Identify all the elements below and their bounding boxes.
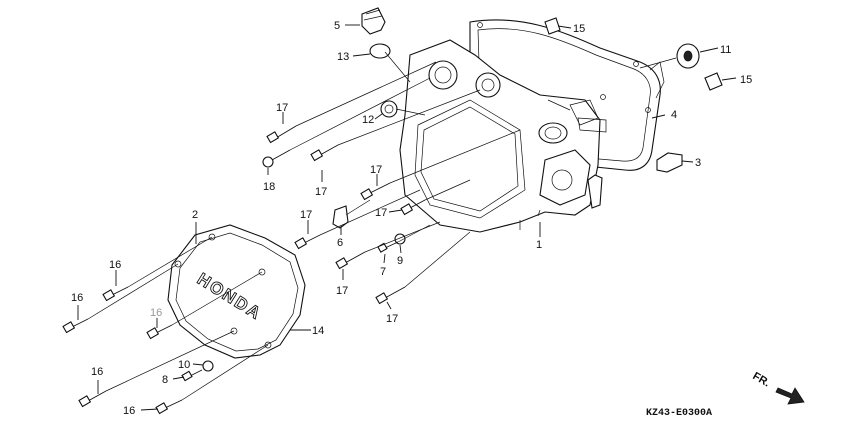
bolt-part-17-g [375,286,406,305]
callout-17e: 17 [300,209,312,221]
callout-16e: 16 [123,405,135,417]
callout-5: 5 [334,20,340,32]
callout-8: 8 [162,374,168,386]
callout-17d: 17 [375,207,387,219]
callout-17f: 17 [336,285,348,297]
seal-part-12 [380,100,398,118]
callout-15a: 15 [573,23,585,35]
front-direction-label: FR. [751,370,772,389]
callout-15b: 15 [740,74,752,86]
o-ring-part-13 [369,43,391,59]
bolt-part-17-f [335,251,366,270]
callout-3: 3 [695,157,701,169]
bolt-part-17-c [360,182,391,201]
callout-16b: 16 [71,292,83,304]
callout-17g: 17 [386,313,398,325]
bolt-part-16a [102,286,129,302]
front-direction-indicator: FR. [751,370,805,405]
callout-13: 13 [337,51,349,63]
callout-4: 4 [671,109,677,121]
callout-1: 1 [536,239,542,251]
bolt-part-17-mid [310,144,339,162]
callout-16d: 16 [91,366,103,378]
cap-part-3 [656,152,683,173]
assembly-lines [87,51,677,401]
front-direction-arrow-icon [775,387,805,405]
callout-16c: 16 [150,307,162,319]
callout-10: 10 [178,359,190,371]
bolt-part-7 [377,241,399,253]
callout-16a: 16 [109,259,121,271]
callout-9: 9 [397,255,403,267]
callout-7: 7 [380,266,386,278]
washer-part-10 [202,360,214,372]
callout-11: 11 [720,44,731,56]
callout-14: 14 [312,325,324,337]
bearing-part-11 [676,43,700,69]
bolt-part-16e [155,399,183,415]
dowel-pin-part-15b [704,72,723,91]
callout-17a: 17 [276,102,288,114]
clamp-part-6 [332,205,349,229]
bolt-part-16c [146,324,173,340]
diagram-code: KZ43-E0300A [646,408,712,419]
bolt-part-8 [181,369,203,382]
callout-18: 18 [263,181,275,193]
outer-cover-part-14: HONDA [167,224,306,359]
cap-part-5 [361,7,386,35]
bolt-part-17-top [266,125,297,144]
dowel-pin-part-15a [544,17,561,35]
callout-labels: 1 2 3 4 5 6 7 8 9 10 11 12 13 14 15 15 1… [71,20,752,417]
bolt-part-17-d [400,199,426,216]
crankcase-cover-part-1 [399,39,607,233]
bolt-part-16d [78,390,107,408]
callout-17b: 17 [315,186,327,198]
callout-2: 2 [192,209,198,221]
bolt-part-17-e [294,234,321,250]
callout-12: 12 [362,114,374,126]
leader-lines [77,24,737,411]
callout-17c: 17 [370,164,382,176]
callout-6: 6 [337,237,343,249]
bolt-part-18 [262,149,291,168]
washer-part-9 [394,233,406,245]
bolt-part-16b [62,318,89,334]
